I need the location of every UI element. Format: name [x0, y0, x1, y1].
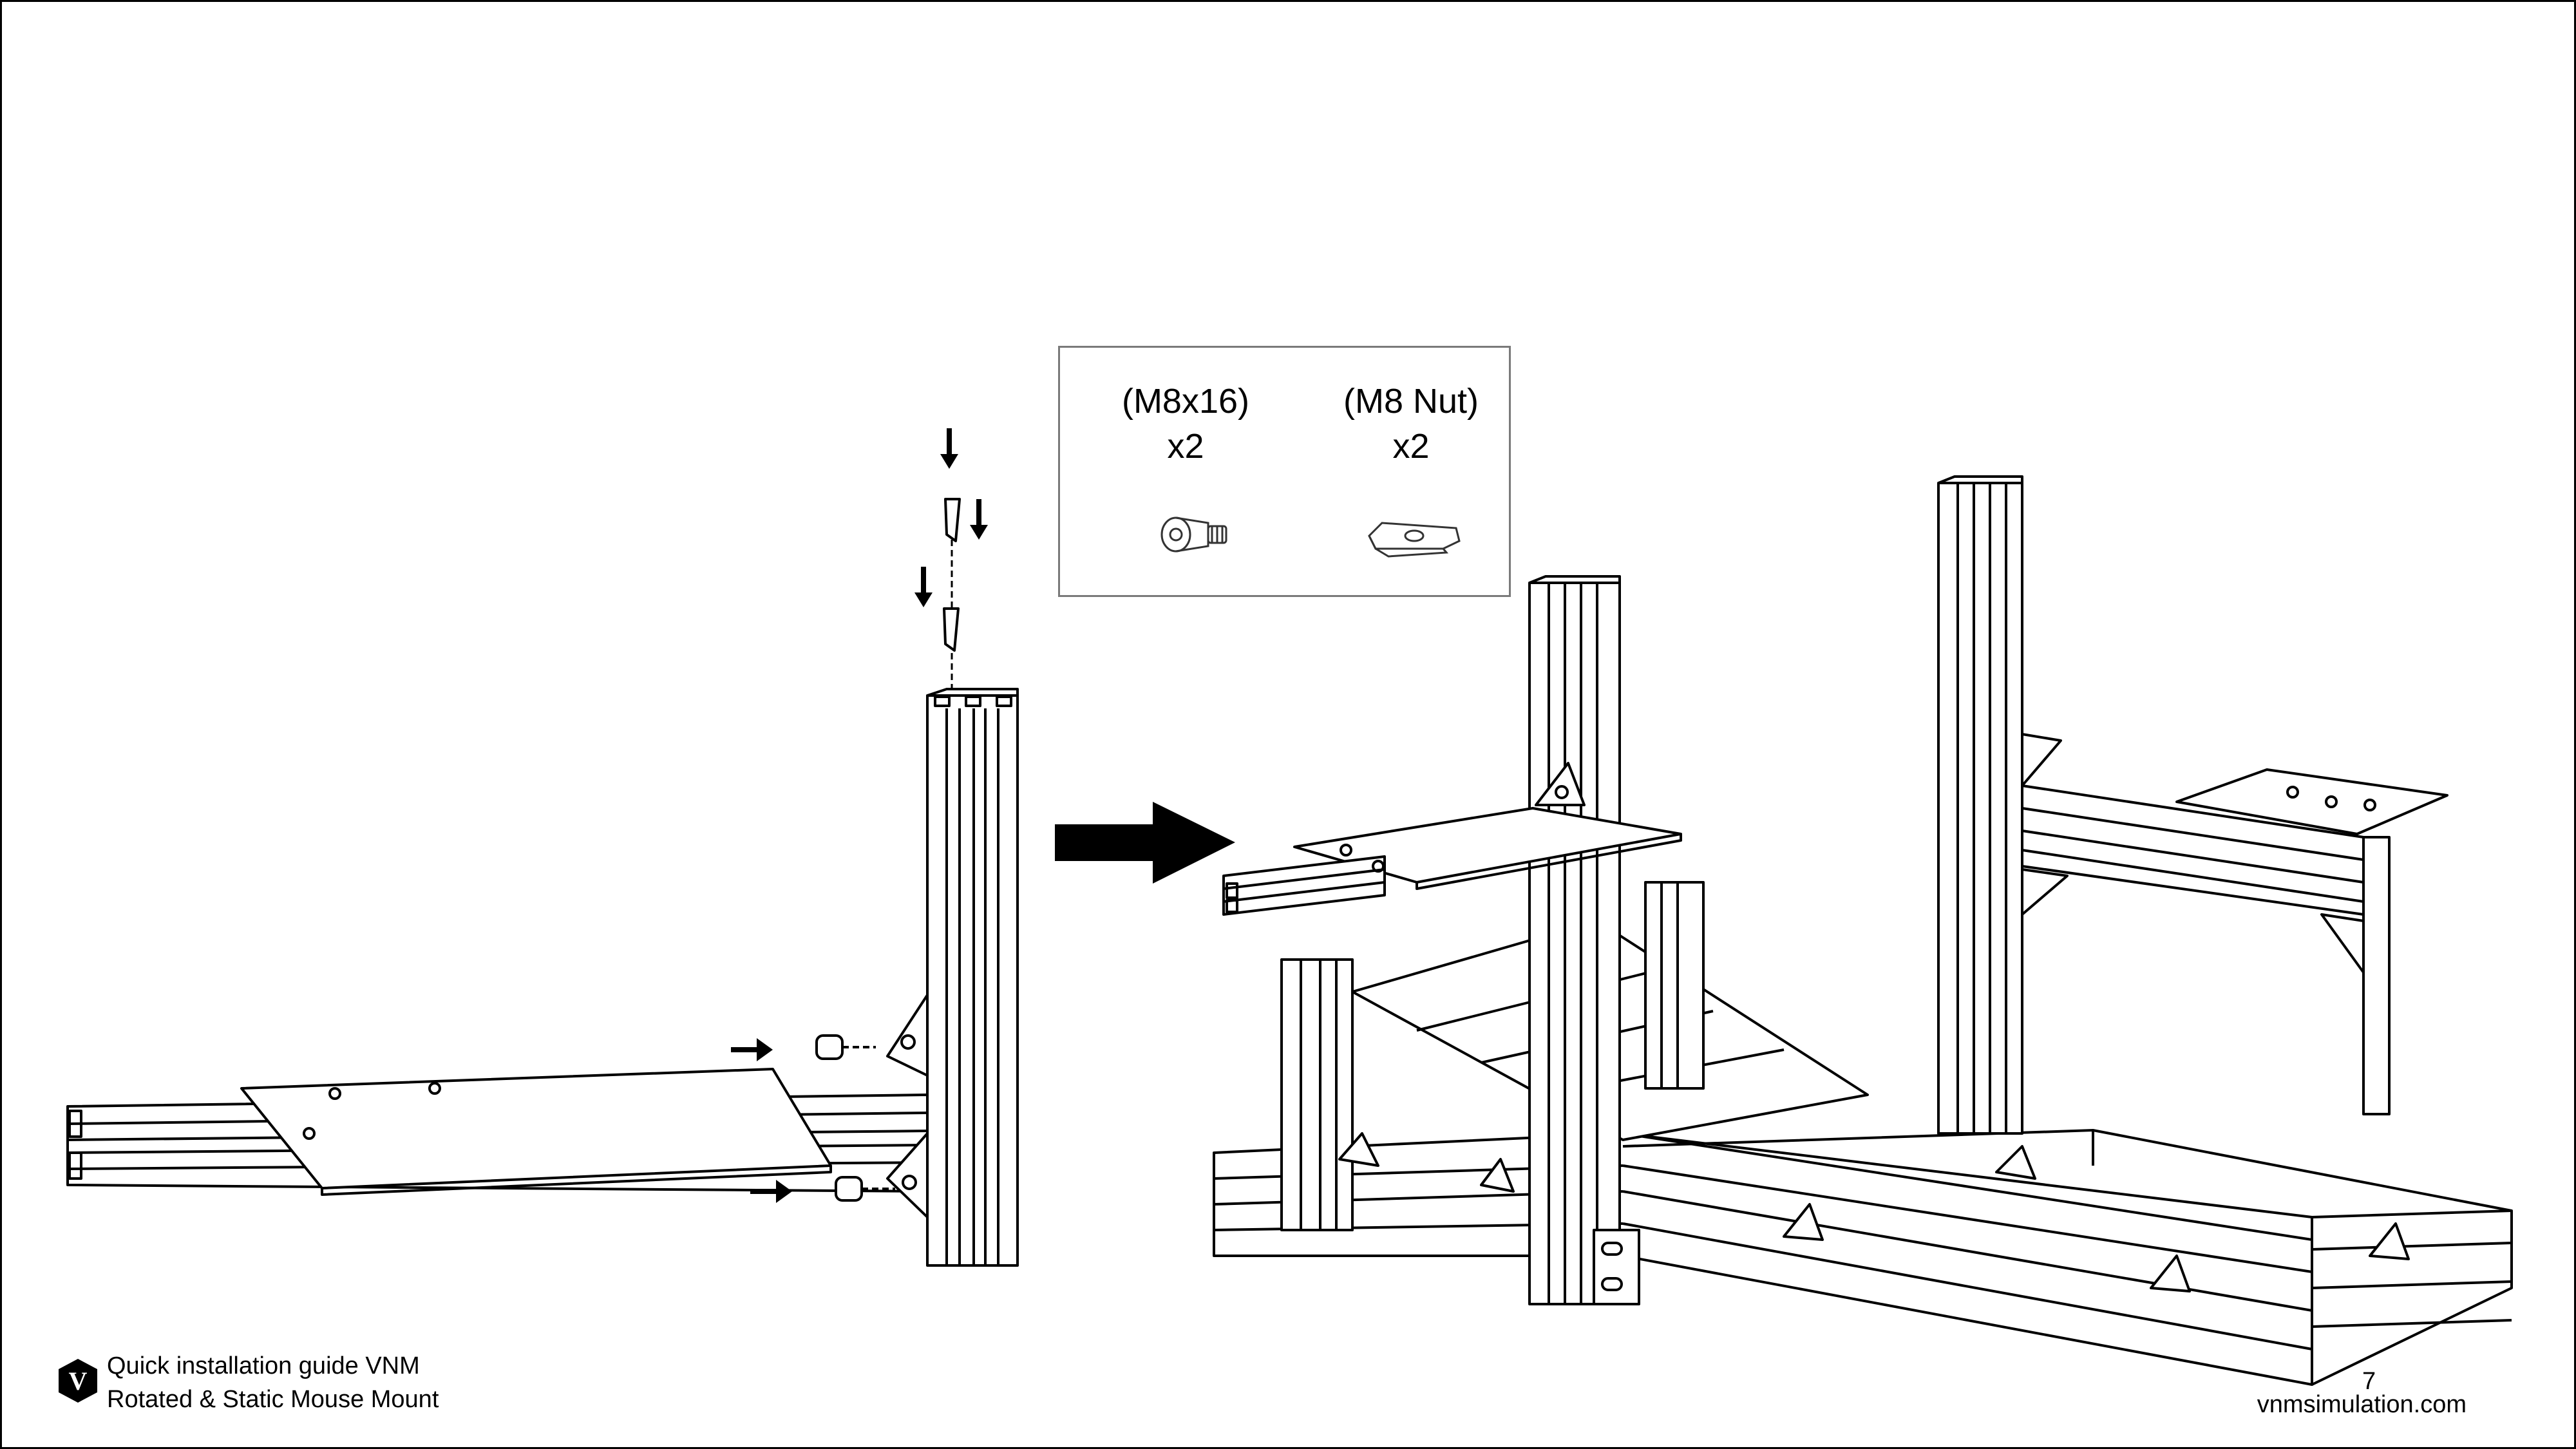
part-name: (M8 Nut): [1343, 382, 1479, 421]
document-title: Quick installation guide VNM Rotated & S…: [107, 1349, 439, 1416]
t-nut-upper: [944, 498, 961, 542]
document-title-line2: Rotated & Static Mouse Mount: [107, 1386, 439, 1413]
parts-box: (M8x16) x2 (M8 Nut) x2: [1058, 346, 1511, 597]
detail-view: [66, 428, 1019, 1267]
arrow-down-icon: [970, 499, 988, 540]
part-quantity: x2: [1167, 427, 1204, 466]
part-quantity: x2: [1392, 427, 1430, 466]
page-number: 7: [2362, 1368, 2376, 1395]
mouse-mount-post: [1528, 575, 1640, 1305]
arrow-down-icon: [914, 567, 933, 607]
t-nut-lower: [943, 607, 960, 652]
bolt-icon: [1160, 516, 1227, 553]
t-nut-icon: [1368, 522, 1461, 558]
website-url: vnmsimulation.com: [2257, 1391, 2467, 1418]
part-nut-label: (M8 Nut) x2: [1331, 379, 1492, 469]
mouse-plate: [240, 1068, 832, 1189]
logo-letter: V: [69, 1367, 88, 1396]
vertical-profile: [926, 688, 1019, 1267]
large-arrow-right-icon: [1055, 802, 1235, 884]
bolt-upper: [815, 1034, 876, 1060]
part-name: (M8x16): [1121, 382, 1250, 421]
bolt-lower: [835, 1176, 895, 1202]
arrow-right-icon: [750, 1180, 792, 1203]
part-bolt-label: (M8x16) x2: [1112, 379, 1260, 469]
vnm-logo-icon: V: [57, 1358, 99, 1404]
wheel-deck-upright: [1937, 475, 2023, 1135]
document-title-line1: Quick installation guide VNM: [107, 1352, 420, 1379]
rig-assembly: [1213, 475, 2513, 1386]
arrow-right-icon: [731, 1038, 773, 1061]
arrow-down-icon: [940, 428, 958, 469]
rig-mouse-plate: [1222, 762, 1682, 916]
